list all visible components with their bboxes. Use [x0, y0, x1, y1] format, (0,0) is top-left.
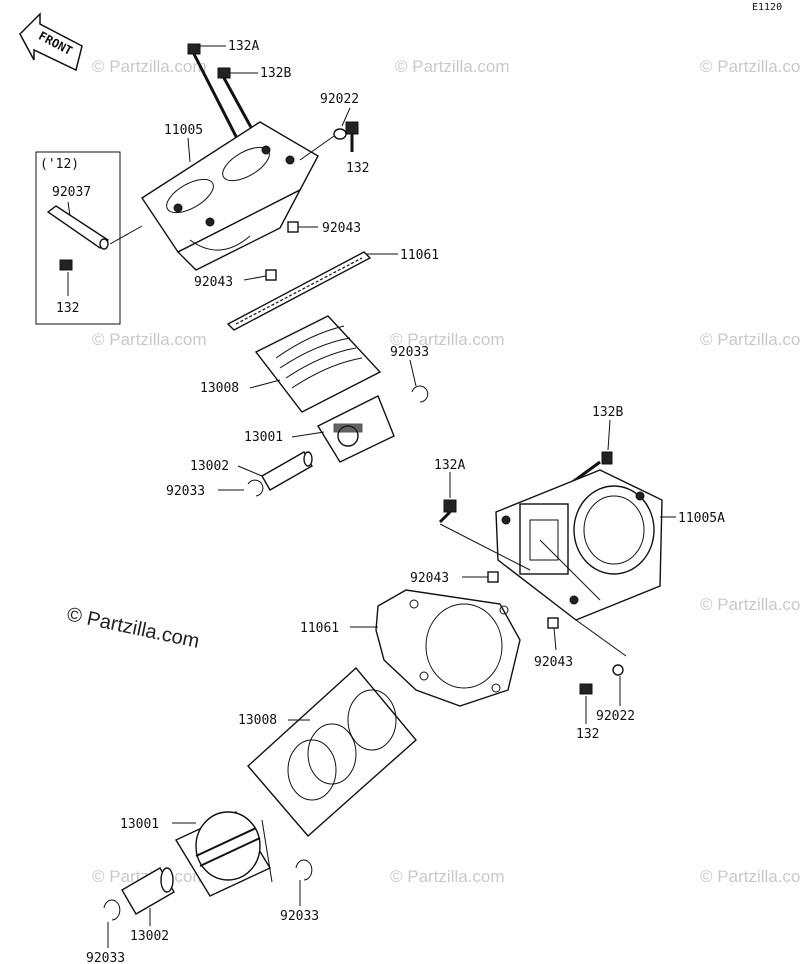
- label-132b: 132B: [592, 405, 623, 420]
- clip-92033-d: [103, 899, 121, 921]
- label-11061: 11061: [300, 621, 339, 636]
- leader: [109, 225, 143, 245]
- gasket-11061-top: [226, 251, 372, 331]
- clip-92033-a: [411, 385, 429, 403]
- label-92033: 92033: [86, 951, 125, 964]
- watermark: © Partzilla.com: [700, 57, 800, 76]
- label-11005: 11005: [164, 123, 203, 138]
- watermark: © Partzilla.com: [700, 867, 800, 886]
- washer-92022-top: [333, 128, 347, 140]
- leader: [291, 431, 325, 438]
- watermark: © Partzilla.com: [92, 330, 207, 349]
- piston-pin-13002-top: [261, 451, 313, 491]
- leader: [249, 379, 281, 389]
- label-132b: 132B: [260, 66, 291, 81]
- piston-pin-13002-bottom: [121, 867, 175, 915]
- leader: [237, 465, 263, 477]
- cylinder-11005a: [495, 469, 663, 621]
- label-92043: 92043: [410, 571, 449, 586]
- washer-92022-bottom: [612, 664, 624, 676]
- bolt-132-inset: [59, 259, 73, 271]
- diagram-code: E1120: [752, 2, 782, 13]
- label-13008: 13008: [238, 713, 277, 728]
- label-92043: 92043: [194, 275, 233, 290]
- leader: [299, 135, 335, 161]
- part-labels: 132A 132B 92022 132 11005 ('12) 92037 13…: [40, 39, 725, 964]
- label-92033: 92033: [390, 345, 429, 360]
- bolt-132-top-right: [345, 121, 359, 152]
- inset-box: [35, 151, 121, 325]
- label-92033: 92033: [280, 909, 319, 924]
- leader: [575, 619, 627, 657]
- label-13002: 13002: [130, 929, 169, 944]
- watermark: © Partzilla.com: [390, 867, 505, 886]
- piston-13001-top: [317, 395, 395, 463]
- gasket-11061-mid: [375, 589, 521, 707]
- watermark: © Partzilla.com: [700, 595, 800, 614]
- copyright-text: © Partzilla.com: [65, 603, 201, 653]
- bolt-132-bottom: [579, 683, 593, 695]
- piston-13001-bottom: [174, 811, 272, 897]
- dowel-92043-b: [265, 269, 277, 281]
- cylinder-11005: [141, 121, 319, 271]
- label-13001: 13001: [244, 430, 283, 445]
- label-92033: 92033: [166, 484, 205, 499]
- label-11061: 11061: [400, 248, 439, 263]
- label-92022: 92022: [596, 709, 635, 724]
- label-132: 132: [346, 161, 369, 176]
- label-92043: 92043: [534, 655, 573, 670]
- label-13002: 13002: [190, 459, 229, 474]
- dowel-92043-c: [487, 571, 499, 583]
- piston-rings-13008-top: [254, 315, 382, 413]
- label-132a: 132A: [434, 458, 465, 473]
- label-132: 132: [576, 727, 599, 742]
- leader: [607, 419, 611, 451]
- leader: [409, 359, 417, 387]
- clip-92033-c: [295, 859, 313, 881]
- leader: [261, 819, 273, 883]
- piston-rings-13008-bottom: [247, 666, 417, 837]
- label-92037: 92037: [52, 185, 91, 200]
- watermark: © Partzilla.com: [700, 330, 800, 349]
- dowel-92043-a: [287, 221, 299, 233]
- bolt-132a-mid: [438, 499, 457, 524]
- label-132a: 132A: [228, 39, 259, 54]
- label-92022: 92022: [320, 92, 359, 107]
- leader: [67, 201, 71, 217]
- leader: [553, 627, 557, 651]
- leader: [439, 523, 531, 571]
- pipe-92037: [46, 205, 110, 250]
- leader: [243, 275, 267, 281]
- front-arrow-icon: FRONT: [19, 12, 83, 72]
- label-13001: 13001: [120, 817, 159, 832]
- clip-92033-b: [247, 479, 264, 497]
- inset-label: ('12): [40, 157, 79, 172]
- leader: [341, 107, 351, 127]
- label-13008: 13008: [200, 381, 239, 396]
- label-92043: 92043: [322, 221, 361, 236]
- watermark: © Partzilla.com: [92, 57, 207, 76]
- watermarks: © Partzilla.com © Partzilla.com © Partzi…: [92, 57, 800, 886]
- watermark: © Partzilla.com: [395, 57, 510, 76]
- label-11005a: 11005A: [678, 511, 725, 526]
- watermark: © Partzilla.com: [390, 330, 505, 349]
- leader: [187, 137, 191, 163]
- label-132-inset: 132: [56, 301, 79, 316]
- dowel-92043-d: [547, 617, 559, 629]
